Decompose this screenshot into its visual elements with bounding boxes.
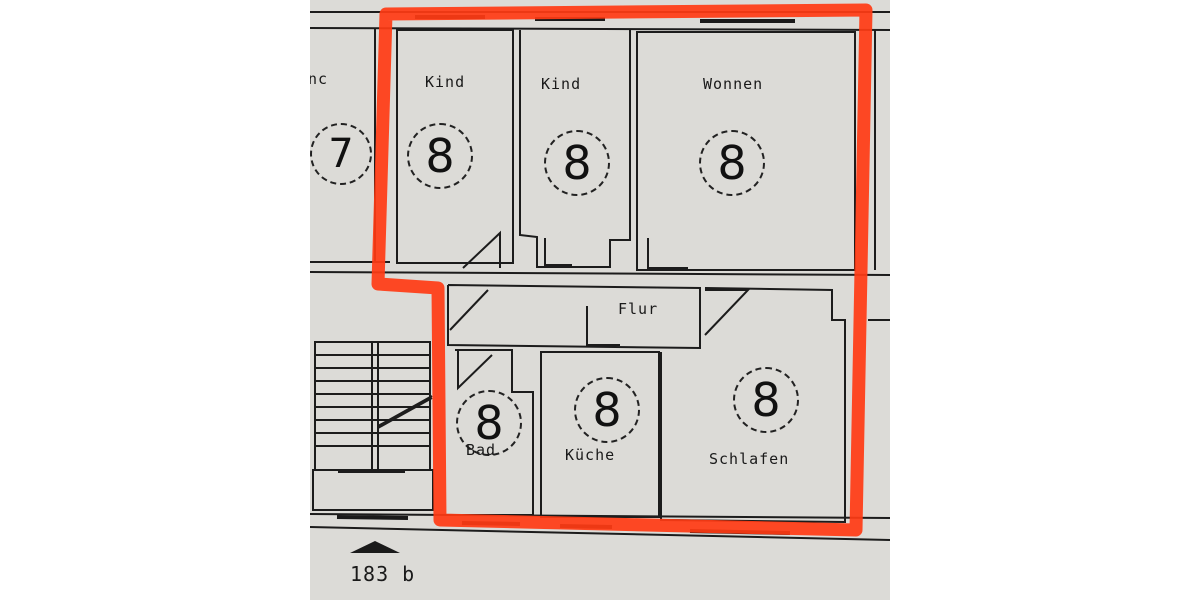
neighbor-room-number: 7 xyxy=(310,123,372,185)
room-number-kind-2: 8 xyxy=(544,130,610,196)
room-number-schlafen: 8 xyxy=(733,367,799,433)
apartment-highlight xyxy=(371,3,873,537)
room-number-wonnen: 8 xyxy=(699,130,765,196)
room-label-wonnen: Wonnen xyxy=(703,75,764,93)
room-label-flur: Flur xyxy=(618,300,659,318)
room-label-schlafen: Schlafen xyxy=(709,450,790,468)
floor-plan-photo: nc 7 Kind 8 Kind 8 Wonnen 8 Flur 8 Bad 8… xyxy=(310,0,890,600)
room-number-bad: 8 xyxy=(456,390,522,456)
room-label-kueche: Küche xyxy=(565,446,616,464)
floor-plan-drawing xyxy=(310,0,890,600)
room-label-kind-1: Kind xyxy=(425,73,466,91)
room-number-kind-1: 8 xyxy=(407,123,473,189)
room-number-kueche: 8 xyxy=(574,377,640,443)
neighbor-room-label: nc xyxy=(310,70,329,88)
room-label-bad: Bad xyxy=(466,441,497,459)
room-label-kind-2: Kind xyxy=(541,75,582,93)
stair-marker-label: 183 b xyxy=(350,562,416,586)
